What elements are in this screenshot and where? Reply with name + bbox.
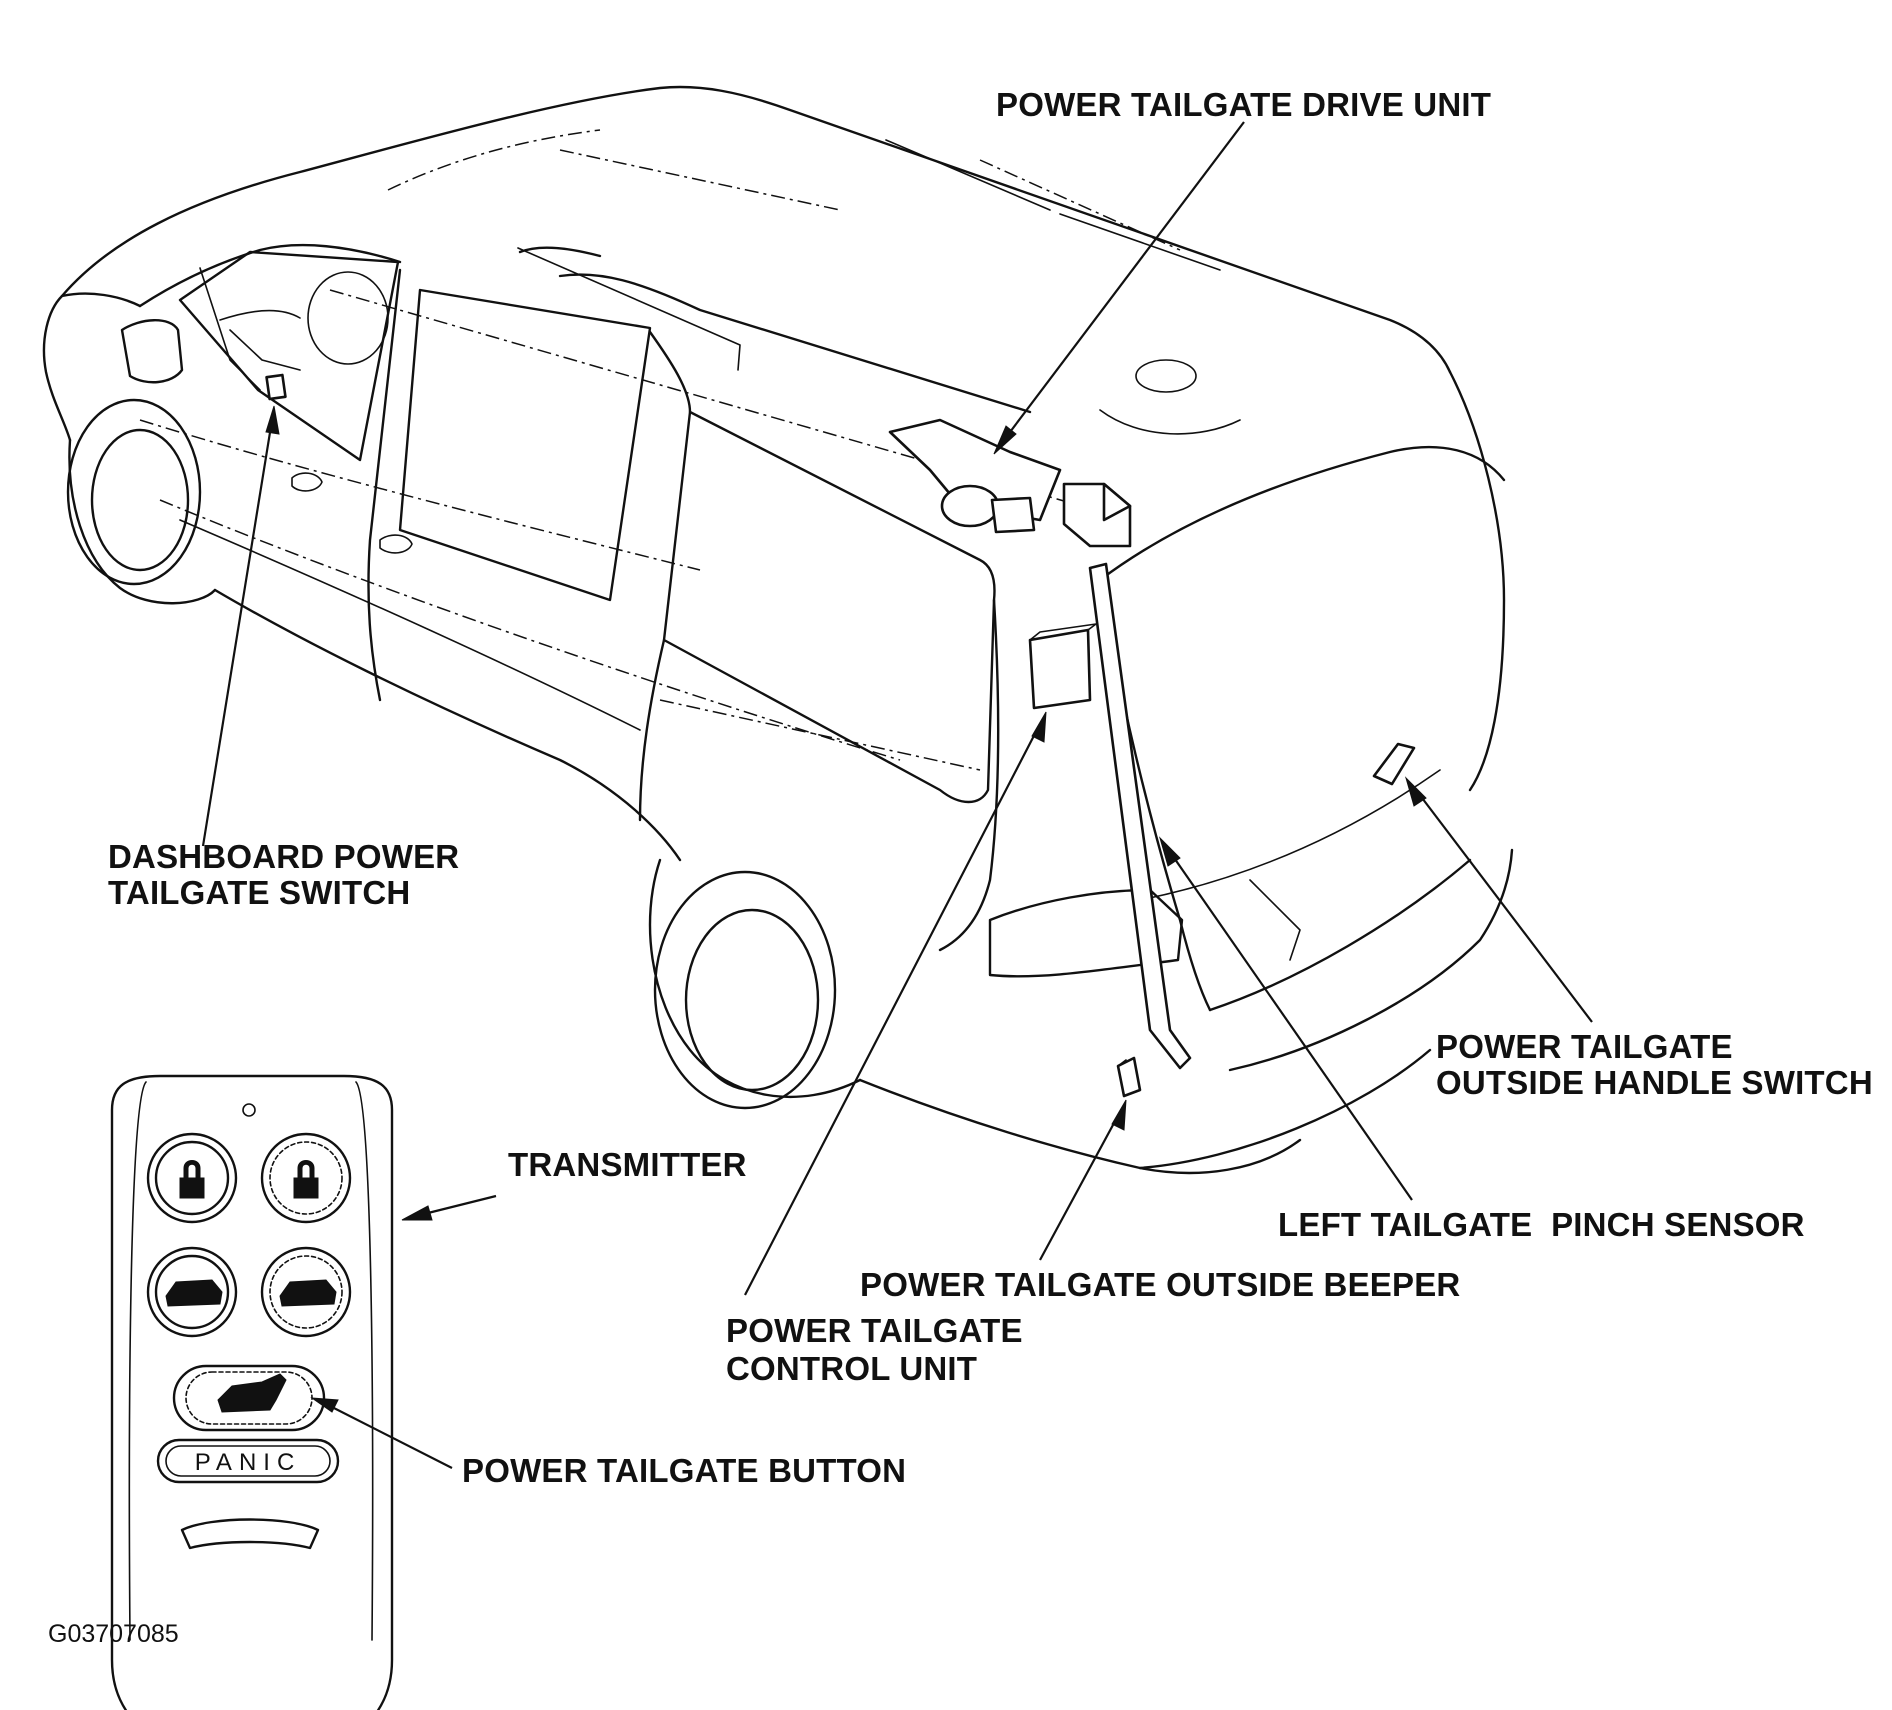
label-control-unit-2: CONTROL UNIT [726,1350,977,1387]
label-pinch-sensor: LEFT TAILGATE PINCH SENSOR [1278,1206,1805,1243]
handle-switch-part [1372,742,1416,786]
unlock-icon [293,1160,319,1199]
label-control-unit-1: POWER TAILGATE [726,1312,1023,1349]
label-dashboard-switch-2: TAILGATE SWITCH [108,874,410,911]
figure-id: G03707085 [48,1620,179,1648]
panic-label: PANIC [195,1449,302,1476]
label-tailgate-button: POWER TAILGATE BUTTON [462,1452,906,1489]
dashboard-switch-part [265,373,287,401]
unlock-button [260,1132,352,1224]
beeper-part [1116,1056,1142,1098]
panic-button: PANIC [156,1438,340,1484]
leader-lines [201,121,1593,1469]
transmitter-fob: PANIC [110,1074,394,1710]
tailgate-icon [217,1373,287,1413]
slide-door-right-button [260,1246,352,1338]
label-handle-switch-1: POWER TAILGATE [1436,1028,1733,1065]
lock-icon [179,1160,205,1199]
pinch-sensor-part [1088,562,1192,1070]
power-tailgate-fob-button [172,1364,326,1432]
minivan-body [42,85,1514,1175]
drive-unit-part [888,418,1132,548]
label-transmitter: TRANSMITTER [508,1146,747,1183]
label-handle-switch-2: OUTSIDE HANDLE SWITCH [1436,1064,1873,1101]
label-outside-beeper: POWER TAILGATE OUTSIDE BEEPER [860,1266,1460,1303]
key-ring-slot [180,1518,320,1550]
led-indicator [242,1103,256,1117]
slide-door-left-button [146,1246,238,1338]
control-unit-part [1028,623,1097,710]
slide-door-left-icon [165,1279,223,1307]
label-drive-unit: POWER TAILGATE DRIVE UNIT [996,86,1491,123]
label-dashboard-switch-1: DASHBOARD POWER [108,838,459,875]
lock-button [146,1132,238,1224]
slide-door-right-icon [279,1279,337,1307]
